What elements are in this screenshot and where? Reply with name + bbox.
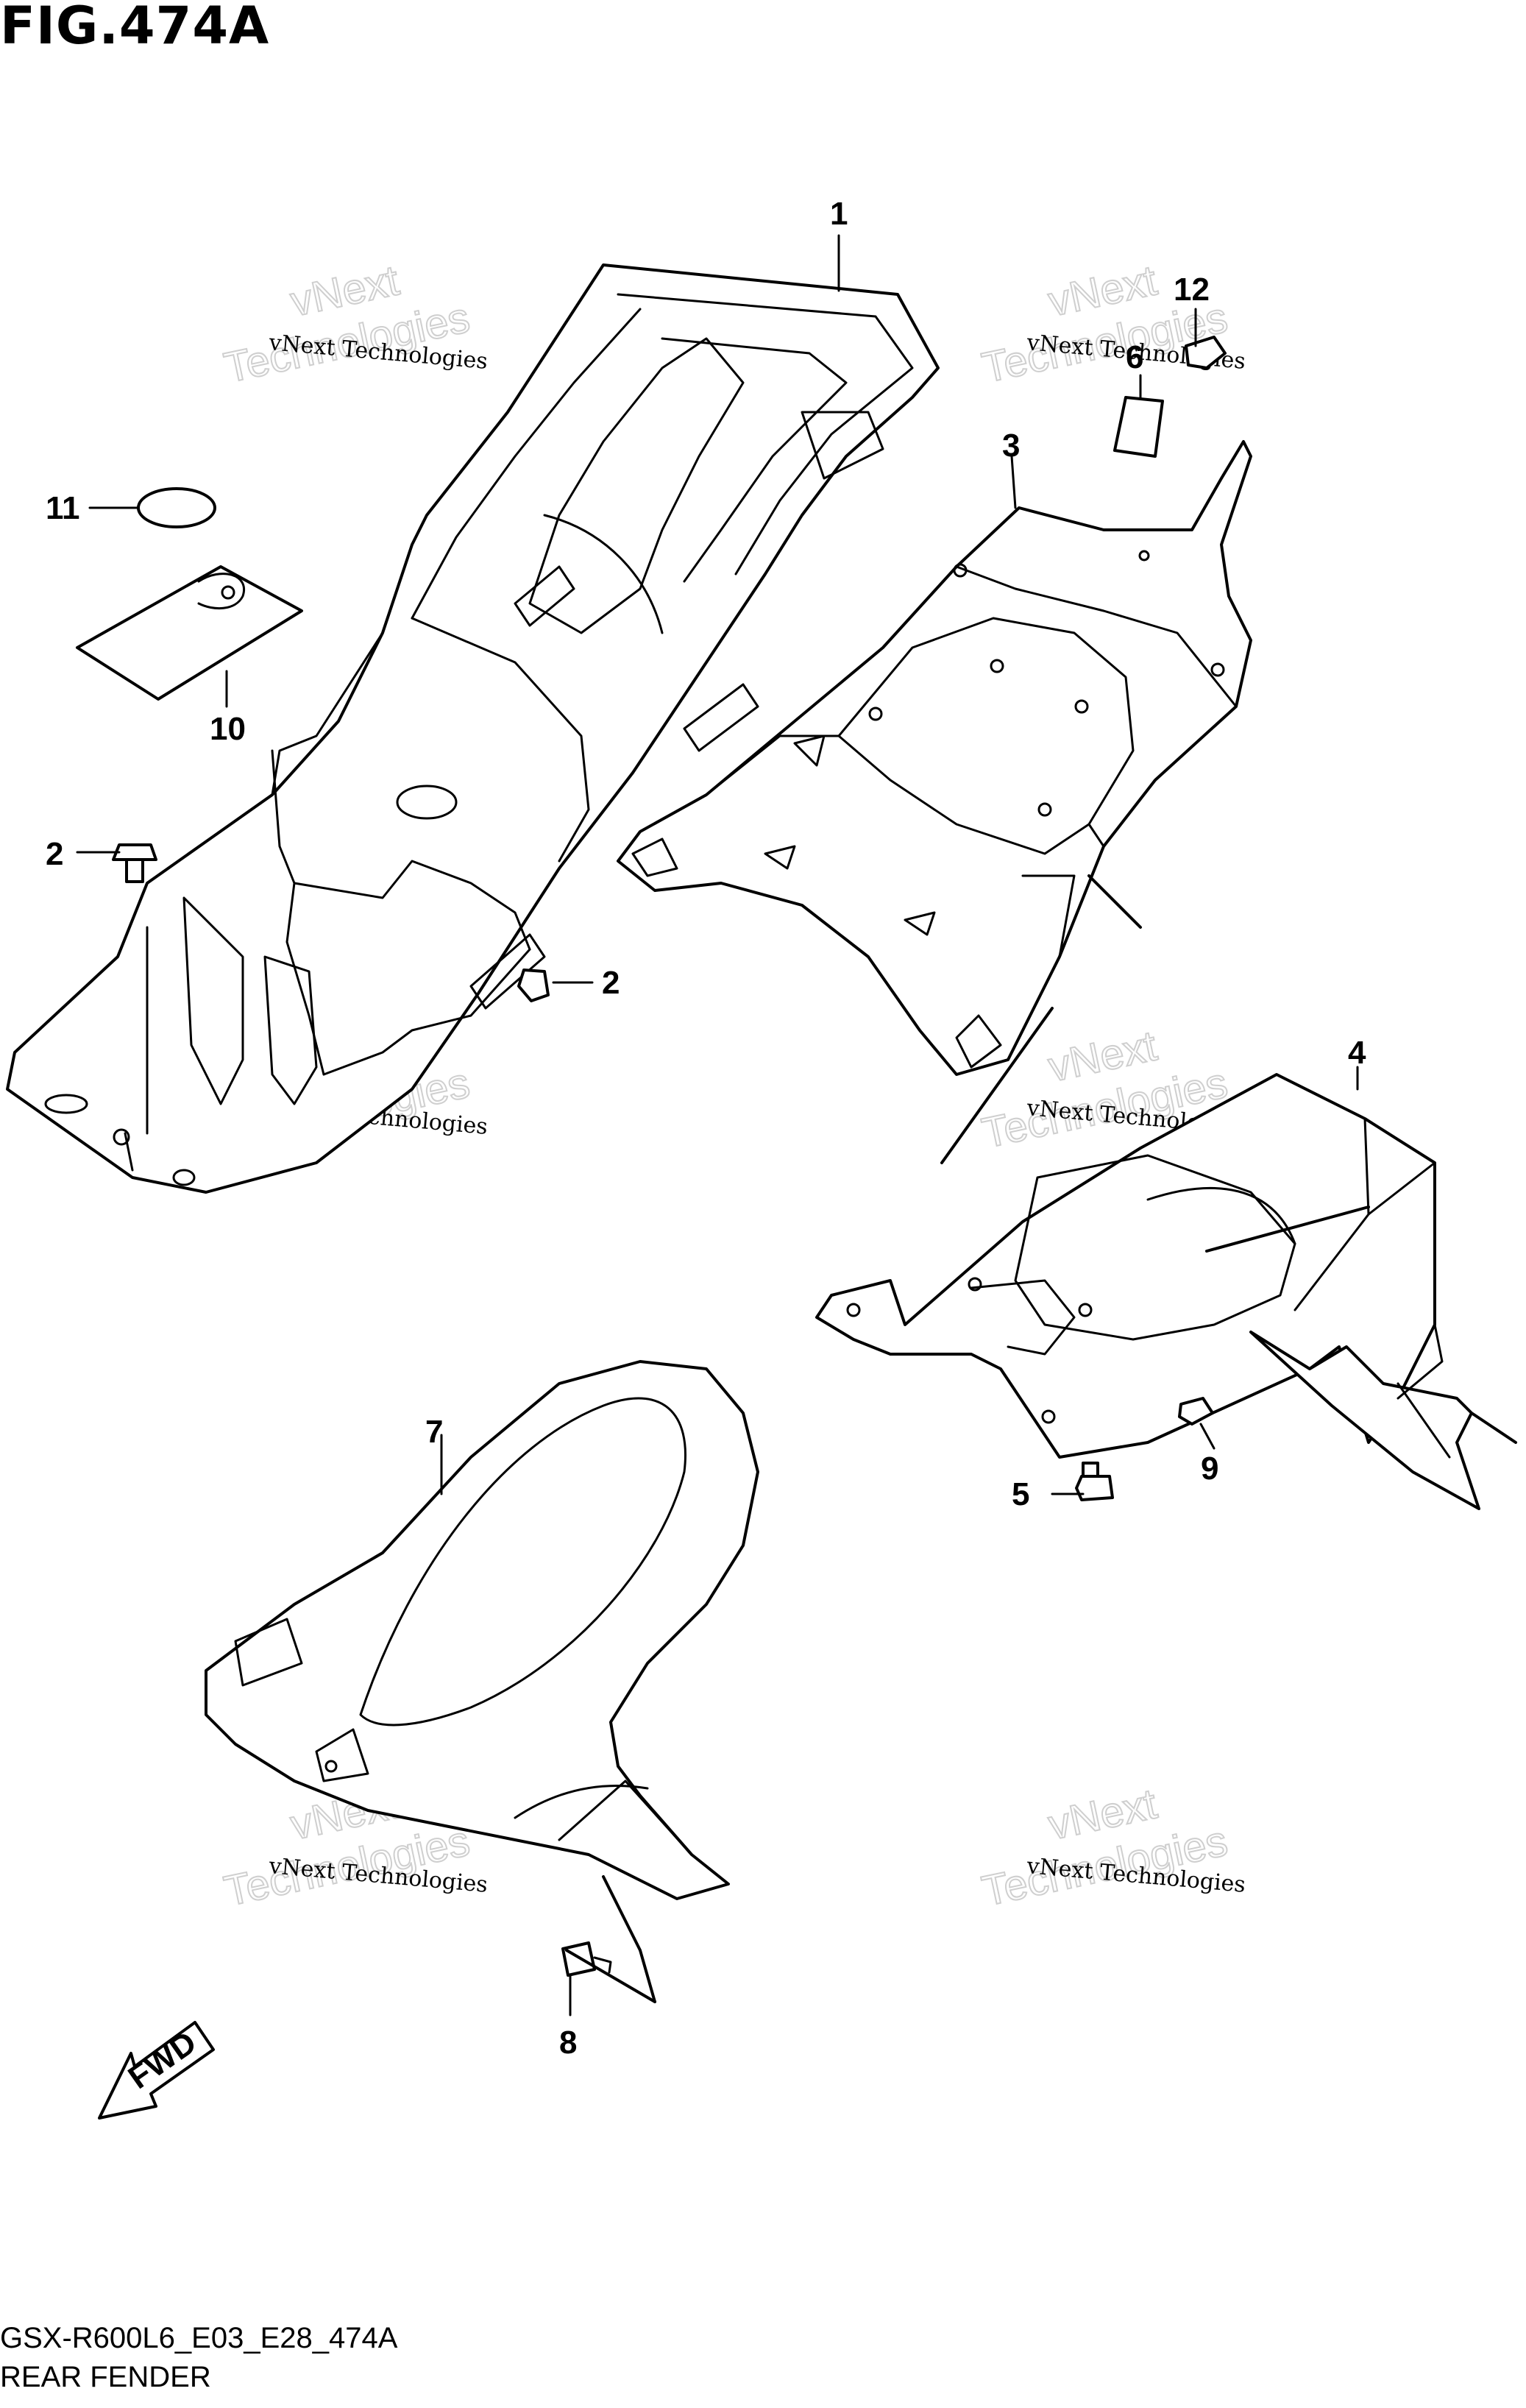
callout-7: 7	[425, 1414, 443, 1450]
part-2-bolt-right	[517, 968, 550, 1002]
callout-11: 11	[46, 490, 80, 526]
callout-5: 5	[1012, 1476, 1029, 1512]
callout-2-left: 2	[46, 836, 63, 872]
watermark-1: vNext Technologies vNext Technologies	[219, 255, 489, 392]
callout-4: 4	[1348, 1035, 1366, 1071]
part-6-pad	[1113, 396, 1164, 458]
leader-lines	[76, 234, 1359, 2016]
callout-6: 6	[1126, 339, 1143, 375]
callout-1: 1	[830, 196, 848, 232]
callout-8: 8	[559, 2025, 577, 2061]
figure-title: FIG.474A	[0, 0, 270, 56]
part-11-o-ring	[137, 487, 216, 528]
part-5-bolt	[1075, 1462, 1114, 1501]
part-8-bolt	[561, 1941, 656, 2003]
watermark-6: vNext Technologies vNext Technologies	[977, 1779, 1246, 1916]
callout-3: 3	[1002, 428, 1020, 464]
callout-10: 10	[210, 711, 246, 747]
part-9-washer	[1178, 1397, 1214, 1426]
callout-9: 9	[1201, 1451, 1218, 1487]
part-2-bolt-left	[112, 843, 157, 883]
callout-12: 12	[1174, 272, 1210, 308]
part-1-rear-fender-main	[6, 263, 940, 1194]
part-3-inner-fender	[617, 440, 1252, 1164]
part-4-tail-hugger	[815, 1073, 1517, 1510]
part-10-pad	[76, 565, 303, 701]
part-7-front-fender	[205, 1360, 759, 2003]
figure-caption: REAR FENDER	[0, 2361, 211, 2393]
callout-2-right: 2	[602, 965, 620, 1001]
fwd-arrow: FWD	[98, 2021, 215, 2120]
figure-code: GSX-R600L6_E03_E28_474A	[0, 2322, 398, 2354]
